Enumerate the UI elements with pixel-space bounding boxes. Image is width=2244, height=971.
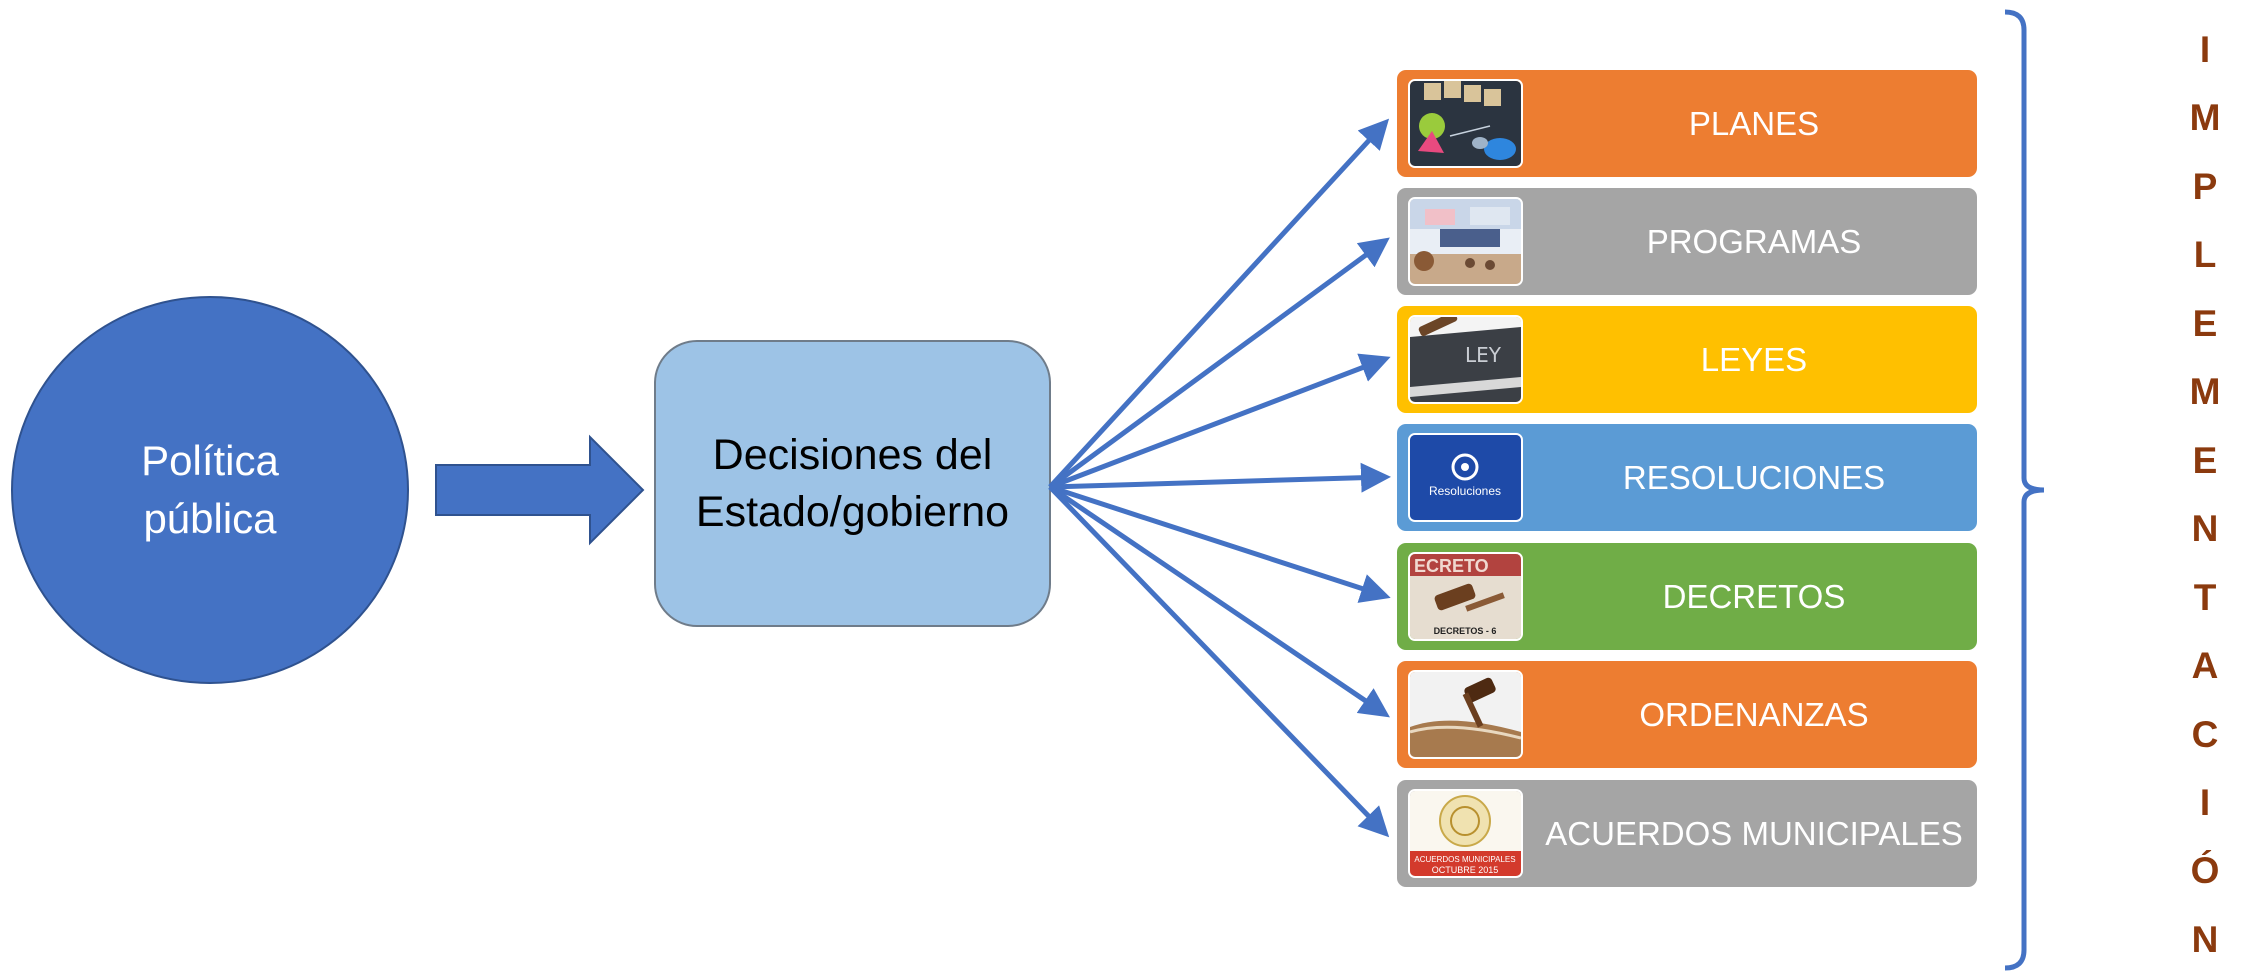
implementacion-letter: A [2191, 645, 2219, 687]
item-leyes: LEY LEYES [1397, 306, 1977, 413]
politica-publica-circle [11, 296, 409, 684]
implementacion-letter: E [2192, 439, 2218, 481]
politica-publica-label-wrap: Política pública [10, 295, 410, 685]
item-label-leyes: LEYES [1700, 340, 1808, 378]
gavel-decree-icon: ECRETO DECRETOS - 6 [1408, 552, 1523, 641]
fan-arrow [1048, 484, 1390, 718]
fan-arrow [1049, 353, 1391, 490]
item-resoluciones: Resoluciones RESOLUCIONES [1397, 424, 1977, 531]
block-arrow [435, 434, 645, 546]
resoluciones-badge-icon: Resoluciones [1408, 433, 1523, 522]
fan-arrow [1048, 237, 1390, 490]
implementacion-letter: E [2192, 302, 2218, 344]
item-decretos: ECRETO DECRETOS - 6 DECRETOS [1397, 543, 1977, 650]
municipal-seal-icon: ACUERDOS MUNICIPALES OCTUBRE 2015 [1408, 789, 1523, 878]
implementacion-letter: Ó [2190, 850, 2220, 892]
implementacion-letter: M [2189, 97, 2221, 139]
decretos-icon-text: DECRETOS - 6 [1434, 626, 1497, 636]
resoluciones-icon-text: Resoluciones [1429, 484, 1501, 498]
item-label-planes: PLANES [1688, 104, 1820, 142]
fan-arrow [1049, 462, 1391, 493]
acuerdos-icon-text-2: OCTUBRE 2015 [1432, 865, 1499, 875]
item-acuerdos-municipales: ACUERDOS MUNICIPALES OCTUBRE 2015 ACUERD… [1397, 780, 1977, 887]
implementacion-letter: C [2191, 713, 2219, 755]
item-programas: PROGRAMAS [1397, 188, 1977, 295]
item-label-decretos: DECRETOS [1662, 577, 1846, 615]
implementacion-letter: M [2189, 371, 2221, 413]
gavel-book-icon [1408, 670, 1523, 759]
implementacion-vertical-label: I M P L E M E N T A C I Ó N [2170, 30, 2240, 960]
implementacion-letter: L [2193, 234, 2217, 276]
fan-arrow [1048, 118, 1390, 489]
fan-arrow [1048, 485, 1390, 838]
implementacion-letter: N [2191, 508, 2219, 550]
implementacion-letter: I [2199, 29, 2211, 70]
decisiones-label-wrap: Decisiones del Estado/gobierno [655, 341, 1050, 626]
svg-text:LEY: LEY [1465, 343, 1502, 367]
politica-publica-label: Política pública [141, 437, 279, 542]
item-ordenanzas: ORDENANZAS [1397, 661, 1977, 768]
item-label-programas: PROGRAMAS [1646, 222, 1862, 260]
implementacion-letter: P [2192, 165, 2218, 207]
item-planes: PLANES [1397, 70, 1977, 177]
svg-text:ECRETO: ECRETO [1414, 556, 1489, 576]
item-label-ordenanzas: ORDENANZAS [1639, 695, 1869, 733]
item-label-resoluciones: RESOLUCIONES [1622, 458, 1886, 496]
implementacion-letter: N [2191, 918, 2219, 960]
plan-photo-icon [1408, 79, 1523, 168]
acuerdos-icon-text-1: ACUERDOS MUNICIPALES [1414, 855, 1515, 864]
implementacion-letter: T [2193, 576, 2217, 618]
implementacion-bracket [2004, 9, 2045, 971]
law-book-icon: LEY [1408, 315, 1523, 404]
fan-arrow [1049, 484, 1391, 603]
decisiones-label: Decisiones del Estado/gobierno [695, 430, 1010, 536]
conference-photo-icon [1408, 197, 1523, 286]
fan-out-arrows [1048, 118, 1391, 838]
item-label-acuerdos-municipales: ACUERDOS MUNICIPALES [1545, 814, 1963, 852]
implementacion-letter: I [2199, 781, 2211, 823]
